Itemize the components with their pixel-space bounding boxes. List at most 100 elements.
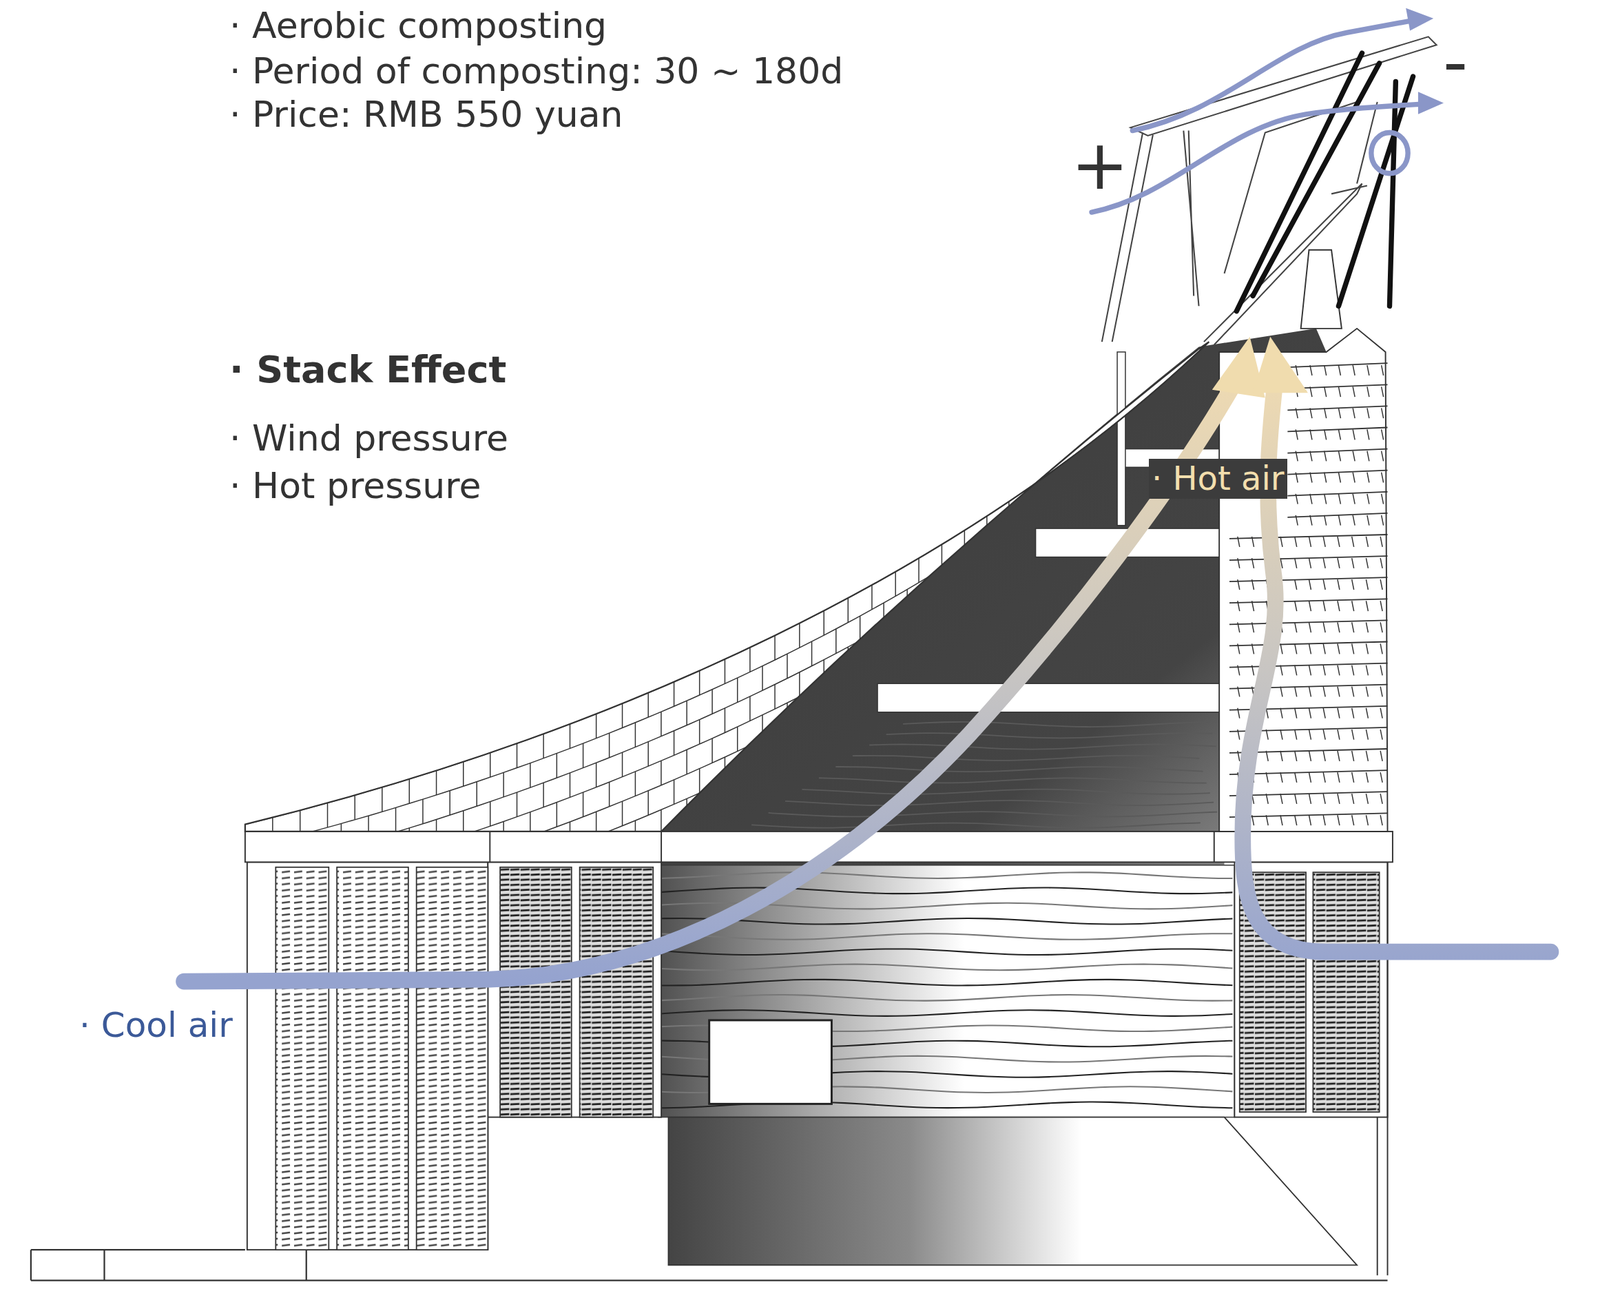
tile-seam	[964, 921, 965, 947]
tile-seam	[313, 1222, 315, 1248]
tile-seam	[859, 762, 861, 788]
tile-seam	[1093, 929, 1094, 955]
tile-seam	[811, 1082, 813, 1107]
airflow-label: · Hot air	[1148, 458, 1288, 499]
shingle-tick	[1265, 814, 1269, 826]
tile-seam	[1093, 734, 1094, 760]
tile-seam	[1062, 781, 1063, 807]
tile-course	[245, 635, 1209, 1118]
shingle-tick	[1352, 686, 1355, 698]
tile-seam	[859, 1105, 861, 1131]
tile-seam	[1040, 944, 1042, 970]
tile-seam	[724, 854, 726, 880]
shingle-tick	[1265, 729, 1269, 740]
tile-seam	[354, 843, 355, 869]
shingle-tick	[1380, 557, 1383, 569]
tile-seam	[449, 1230, 450, 1256]
tile-seam	[1072, 750, 1074, 775]
shingle-tick	[1380, 686, 1383, 698]
tile-seam	[449, 1280, 450, 1306]
tile-seam	[647, 692, 649, 718]
tile-seam	[244, 1068, 246, 1094]
tile-seam	[556, 1242, 558, 1268]
tile-seam	[1040, 747, 1042, 773]
tile-seam	[381, 1129, 383, 1155]
shingle-tick	[1338, 407, 1341, 419]
shingle-tick	[1252, 579, 1255, 590]
tile-seam	[1199, 570, 1200, 596]
tile-seam	[761, 1106, 763, 1131]
shingle-tick	[1294, 729, 1297, 740]
tile-seam	[258, 1285, 259, 1311]
tile-seam	[1123, 440, 1125, 466]
shingle-tick	[1365, 579, 1368, 590]
shingle-tick	[1295, 407, 1298, 419]
tile-seam	[811, 690, 813, 715]
shingle-tick	[1308, 579, 1311, 590]
tile-seam	[1040, 993, 1042, 1018]
shingle-tick	[1308, 729, 1311, 740]
tile-seam	[1051, 960, 1053, 986]
tile-seam	[449, 937, 450, 963]
tile-seam	[1161, 849, 1163, 875]
shingle-tick	[1380, 729, 1383, 740]
shingle-tick	[1365, 814, 1368, 826]
tile-seam	[449, 1084, 450, 1109]
shingle-tick	[1310, 493, 1313, 505]
tile-seam	[299, 809, 301, 835]
tile-seam	[786, 849, 788, 875]
shingle-tick	[1337, 557, 1340, 569]
tile-seam	[435, 917, 437, 943]
tile-seam	[736, 873, 738, 899]
tile-seam	[1190, 603, 1191, 629]
tile-seam	[462, 908, 464, 934]
tile-seam	[964, 823, 965, 849]
tile-seam	[608, 978, 610, 1003]
tile-seam	[285, 887, 287, 912]
shingle-tick	[1295, 451, 1298, 462]
shingle-tick	[1380, 665, 1383, 676]
tile-seam	[1093, 783, 1094, 808]
tile-seam	[1093, 538, 1094, 564]
shingle-tick	[1280, 814, 1283, 826]
weave-line	[869, 743, 1217, 749]
tile-seam	[556, 1046, 558, 1072]
tile-seam	[1019, 1007, 1021, 1033]
shingle-tick	[1324, 451, 1327, 462]
shingle-tick	[1380, 600, 1383, 611]
tile-seam	[686, 994, 687, 1020]
tile-seam	[686, 1190, 687, 1215]
tile-seam	[941, 593, 943, 618]
tile-seam	[354, 794, 355, 820]
shingle-tick	[1323, 621, 1326, 633]
tile-seam	[882, 994, 884, 1020]
tile-seam	[647, 741, 649, 767]
tile-seam	[906, 1078, 908, 1104]
tile-seam	[1082, 962, 1084, 987]
tile-seam	[381, 1080, 383, 1106]
tile-seam	[749, 1137, 751, 1162]
tile-seam	[381, 787, 383, 813]
shingle-tick	[1295, 493, 1298, 505]
tile-seam	[381, 885, 383, 910]
tile-seam	[1093, 685, 1094, 711]
tile-seam	[381, 836, 383, 861]
tile-seam	[1030, 927, 1032, 952]
tile-seam	[1133, 555, 1134, 580]
tile-seam	[1103, 652, 1105, 678]
tile-seam	[906, 687, 908, 713]
shingle-tick	[1323, 643, 1326, 654]
tile-seam	[489, 1144, 491, 1169]
tile-seam	[975, 1037, 976, 1063]
tile-seam	[859, 909, 861, 935]
tile-course	[245, 488, 1209, 971]
tile-seam	[395, 856, 397, 881]
shingle-tick	[1237, 708, 1240, 719]
tile-seam	[847, 989, 849, 1015]
tile-seam	[272, 866, 273, 892]
tile-seam	[736, 677, 738, 703]
tile-seam	[354, 1235, 355, 1261]
tile-seam	[1142, 718, 1144, 744]
shingle-line	[1229, 812, 1388, 817]
tile-seam	[952, 659, 954, 685]
